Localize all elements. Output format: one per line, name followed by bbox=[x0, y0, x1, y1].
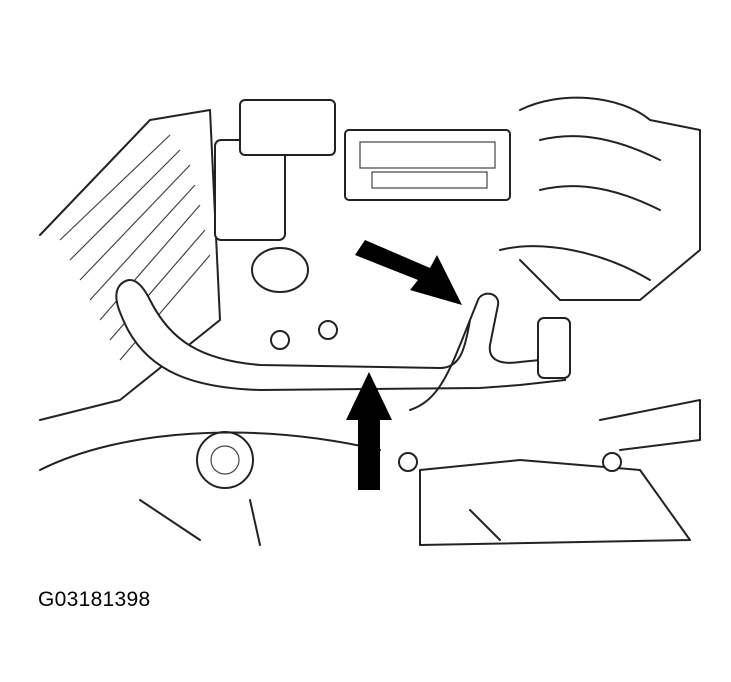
throttle-body bbox=[214, 99, 338, 350]
engine-label-plate bbox=[344, 129, 511, 201]
intake-manifold bbox=[499, 96, 701, 301]
figure-caption: G03181398 bbox=[38, 588, 151, 611]
pointer-arrows bbox=[346, 240, 462, 490]
coolant-hose bbox=[115, 279, 571, 411]
engine-illustration bbox=[39, 96, 701, 546]
lower-arrow bbox=[346, 372, 392, 490]
lower-engine bbox=[39, 399, 701, 546]
upper-arrow bbox=[355, 240, 462, 305]
